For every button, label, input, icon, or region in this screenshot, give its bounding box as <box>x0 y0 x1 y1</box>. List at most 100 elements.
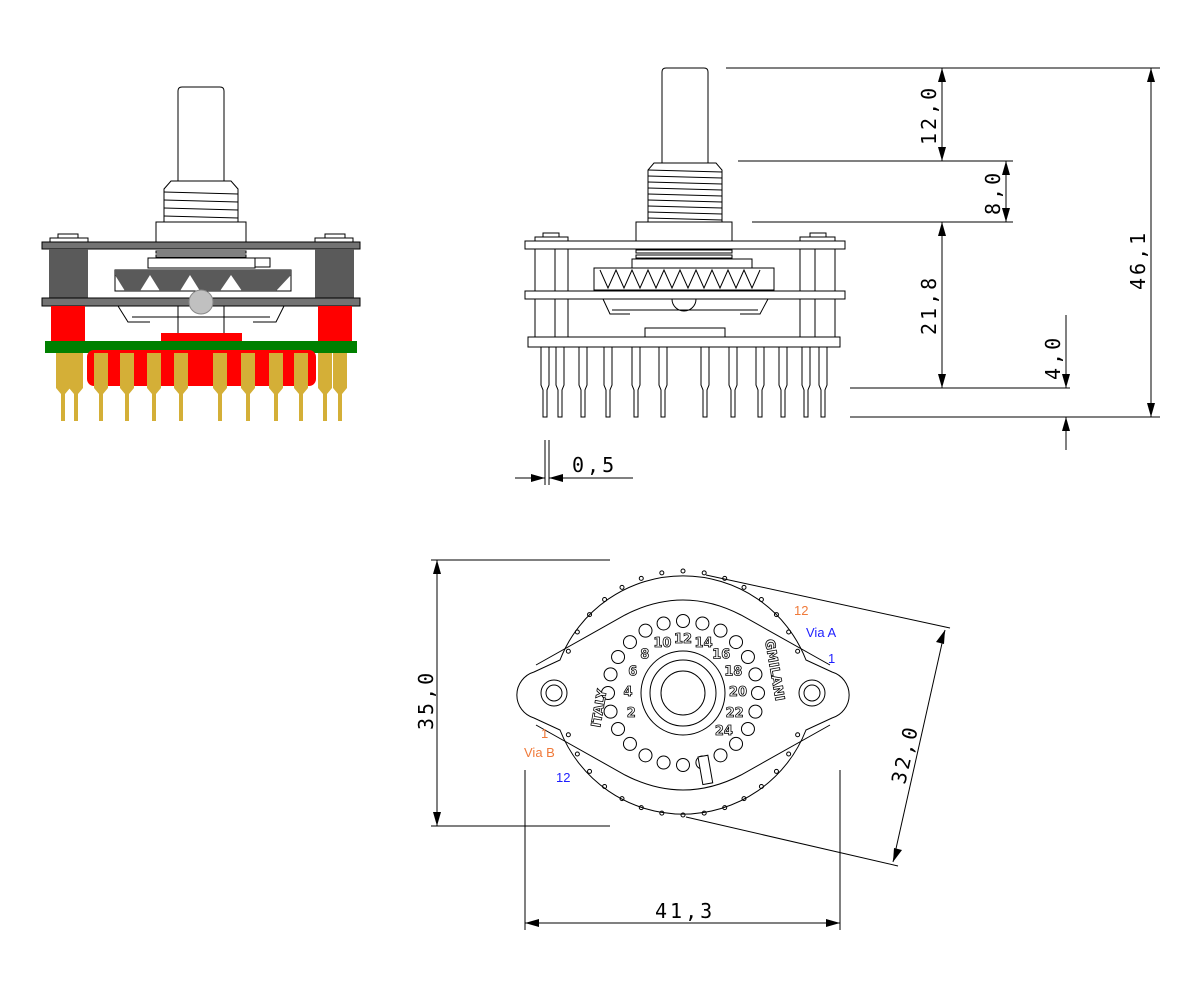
contact-hole <box>740 650 755 664</box>
terminal-hole <box>680 812 686 818</box>
dim-pin-length: 4,0 <box>1041 335 1065 380</box>
via-b-end-label: 12 <box>556 770 570 785</box>
engraving-italy: ITALY <box>589 688 611 729</box>
pin <box>241 353 255 421</box>
contact-hole <box>603 704 618 719</box>
terminal-hole <box>574 751 580 757</box>
terminal-hole <box>602 597 608 603</box>
pin <box>333 353 347 421</box>
colored-side-view <box>41 86 361 421</box>
pin <box>801 346 811 418</box>
position-number: 22 <box>726 706 744 721</box>
contact-hole <box>729 635 744 650</box>
contact-hole <box>748 667 763 682</box>
position-number: 24 <box>715 724 733 739</box>
terminal-hole <box>773 768 779 774</box>
post-right <box>315 249 354 298</box>
rotor-body <box>87 350 316 386</box>
via-a-end-label: 12 <box>794 603 808 618</box>
pin <box>631 346 641 418</box>
terminal-hole <box>659 810 665 816</box>
contact-hole <box>740 722 755 736</box>
position-number: 20 <box>729 685 747 700</box>
terminal-hole <box>795 648 801 654</box>
contact-hole <box>751 686 765 700</box>
pins <box>56 353 347 421</box>
dim-shaft-length: 12,0 <box>917 85 941 145</box>
pin <box>578 346 588 418</box>
contact-hole <box>729 736 744 751</box>
contact-hole <box>748 704 763 719</box>
terminal-hole <box>786 629 792 635</box>
terminal-hole <box>795 732 801 738</box>
terminal-hole <box>565 732 571 738</box>
dim-bushing-length: 8,0 <box>981 170 1005 215</box>
contact-hole <box>611 722 626 736</box>
pin <box>318 353 332 421</box>
post-left <box>49 249 88 298</box>
contact-hole <box>603 667 618 682</box>
terminal-hole <box>758 783 764 789</box>
position-number: 10 <box>653 636 671 651</box>
terminal-hole <box>619 584 625 590</box>
terminal-hole <box>741 584 747 590</box>
nut <box>155 221 247 243</box>
terminal-hole <box>701 810 707 816</box>
spacer-left <box>51 306 85 341</box>
pin <box>294 353 308 421</box>
pin <box>174 353 188 421</box>
terminal-hole <box>638 575 644 581</box>
contact-hole <box>622 635 637 650</box>
pin <box>540 346 550 418</box>
contact-hole <box>713 748 728 763</box>
pin <box>269 353 283 421</box>
contact-hole <box>622 736 637 751</box>
dim-diameter: 32,0 <box>886 722 923 786</box>
via-b-start-label: 1 <box>541 726 548 741</box>
terminal-hole <box>638 805 644 811</box>
terminal-hole <box>701 570 707 576</box>
contact-hole <box>713 623 728 638</box>
pin <box>700 346 710 418</box>
position-number: 8 <box>640 647 649 662</box>
dim-pin-thickness: 0,5 <box>572 453 617 477</box>
dim-width: 41,3 <box>655 899 715 923</box>
pin <box>213 353 227 421</box>
terminal-hole <box>773 612 779 618</box>
contact-hole <box>656 755 671 770</box>
pin <box>147 353 161 421</box>
via-a-label: Via A <box>806 625 836 640</box>
pin <box>818 346 828 418</box>
contact-hole <box>611 650 626 664</box>
terminal-hole <box>680 568 686 574</box>
contact-hole <box>676 758 690 772</box>
terminal-hole <box>741 796 747 802</box>
terminal-hole <box>786 751 792 757</box>
spacer-right <box>318 306 352 341</box>
terminal-hole <box>659 570 665 576</box>
pin <box>69 353 83 421</box>
position-number: 14 <box>695 636 713 651</box>
pin <box>755 346 765 418</box>
terminal-hole <box>574 629 580 635</box>
pin <box>658 346 668 418</box>
terminal-hole <box>587 612 593 618</box>
position-number: 12 <box>674 632 692 647</box>
pin <box>94 353 108 421</box>
position-number: 2 <box>627 706 636 721</box>
pin <box>728 346 738 418</box>
contact-hole <box>638 623 653 638</box>
top-plate <box>41 241 361 250</box>
pin <box>603 346 613 418</box>
dim-total-height: 46,1 <box>1126 230 1150 290</box>
position-number: 18 <box>724 665 742 680</box>
terminal-hole <box>602 783 608 789</box>
position-number: 4 <box>624 685 633 700</box>
shaft <box>177 86 225 185</box>
dim-height-bottom: 35,0 <box>414 670 438 730</box>
via-b-label: Via B <box>524 745 555 760</box>
pin <box>778 346 788 418</box>
pin <box>56 353 70 421</box>
